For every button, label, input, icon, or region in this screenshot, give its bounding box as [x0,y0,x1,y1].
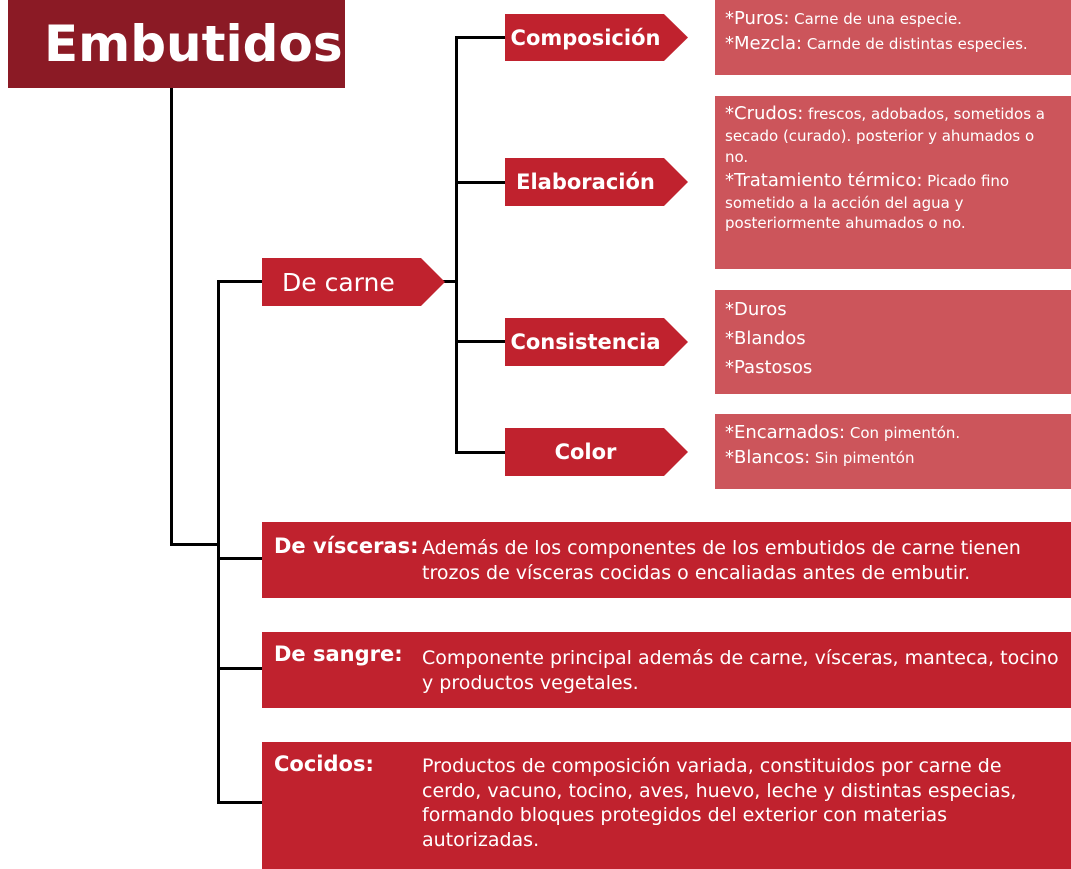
composicion-node: Composición [505,14,688,61]
connector-color [455,451,505,454]
connector-sub-vertical [455,36,458,454]
detail-item: *Pastosos [725,356,813,378]
detail-item: *Mezcla: Carnde de distintas especies. [725,33,1028,55]
de-sangre-bar: De sangre: Componente principal además d… [262,632,1071,708]
connector-main-vertical [217,280,220,804]
de-carne-node: De carne [262,258,445,306]
detail-item: *Crudos: frescos, adobados, sometidos a … [725,103,1045,166]
elaboracion-details: *Crudos: frescos, adobados, sometidos a … [715,96,1071,269]
detail-item: *Tratamiento térmico: Picado fino someti… [725,169,1010,233]
connector-de-visceras [217,557,263,560]
connector-consistencia [455,340,505,343]
detail-item: *Encarnados: Con pimentón. [725,422,961,443]
connector-title-horizontal [170,543,220,546]
de-visceras-bar: De vísceras: Además de los componentes d… [262,522,1071,598]
connector-de-sangre [217,667,263,670]
de-sangre-label: De sangre: [274,642,403,666]
connector-elaboracion [455,181,505,184]
connector-de-carne [217,280,263,283]
de-carne-label: De carne [282,267,395,297]
composicion-details: *Puros: Carne de una especie. *Mezcla: C… [715,0,1071,75]
color-node: Color [505,428,688,476]
cocidos-text: Productos de composición variada, consti… [422,755,1017,852]
page-title: Embutidos [8,0,345,88]
connector-de-carne-out [442,280,458,283]
de-visceras-text: Además de los componentes de los embutid… [422,537,1021,584]
consistencia-details: *Duros *Blandos *Pastosos [715,290,1071,394]
elaboracion-label: Elaboración [516,170,655,194]
consistencia-node: Consistencia [505,318,688,366]
cocidos-label: Cocidos: [274,752,374,776]
elaboracion-node: Elaboración [505,158,688,206]
detail-item: *Puros: Carne de una especie. [725,8,962,29]
detail-item: *Duros [725,299,787,320]
detail-item: *Blancos: Sin pimentón [725,447,915,469]
de-sangre-text: Componente principal además de carne, ví… [422,647,1059,694]
connector-title-vertical [170,88,173,546]
color-label: Color [554,440,617,464]
color-details: *Encarnados: Con pimentón. *Blancos: Sin… [715,414,1071,489]
connector-composicion [455,36,505,39]
detail-item: *Blandos [725,327,806,349]
consistencia-label: Consistencia [510,330,661,354]
connector-cocidos [217,801,263,804]
cocidos-bar: Cocidos: Productos de composición variad… [262,742,1071,869]
composicion-label: Composición [510,25,661,50]
de-visceras-label: De vísceras: [274,534,419,558]
